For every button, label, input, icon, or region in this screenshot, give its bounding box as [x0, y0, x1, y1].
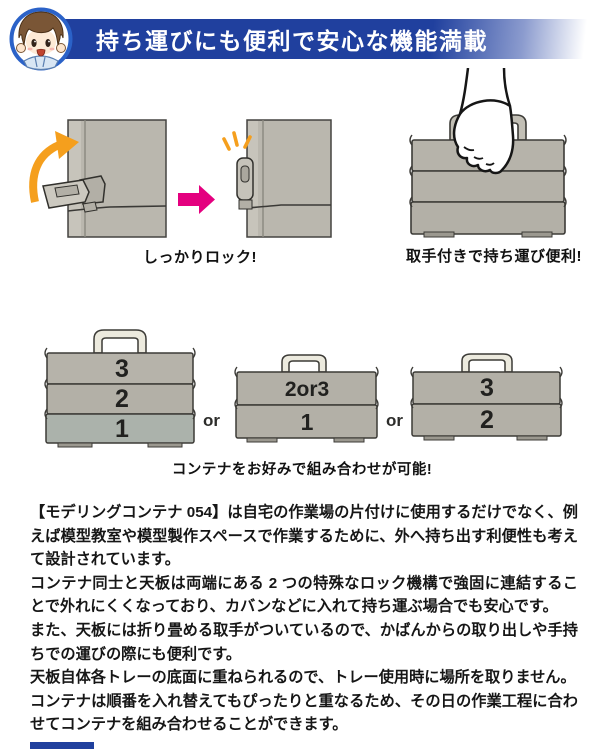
- carry-caption: 取手付きで持ち運び便利!: [406, 248, 582, 265]
- container-corner-panel: [67, 119, 167, 238]
- lock-caption: しっかりロック!: [143, 249, 257, 266]
- container-stack-2tier-a: 2or3 1: [234, 352, 379, 454]
- container-stack-2tier-b: 3 2: [410, 350, 563, 454]
- or-separator: or: [203, 411, 220, 430]
- section-title: 持ち運びにも便利で安心な機能満載: [96, 28, 488, 54]
- description-paragraph: コンテナは順番を入れ替えてもぴったりと重なるため、その日の作業工程に合わせてコン…: [30, 692, 578, 734]
- description-paragraph: 【モデリングコンテナ 054】は自宅の作業場の片付けに使用するだけでなく、例えば…: [30, 504, 578, 569]
- tier-label: 3: [480, 374, 494, 402]
- rotate-arrow-icon: [29, 141, 61, 203]
- combination-caption: コンテナをお好みで組み合わせが可能!: [171, 462, 433, 478]
- side-latches: [409, 134, 567, 208]
- sparkle-icon: [222, 131, 252, 151]
- product-description: 【モデリングコンテナ 054】は自宅の作業場の片付けに使用するだけでなく、例えば…: [30, 501, 578, 737]
- container-handle: [461, 353, 513, 373]
- carry-graphic: [409, 67, 567, 238]
- description-paragraph: また、天板には折り畳める取手がついているので、かばんからの取り出しや手持ちでの運…: [30, 621, 578, 663]
- hand-icon: [452, 67, 515, 175]
- or-separator: or: [386, 411, 403, 430]
- lock-closed-graphic: [222, 119, 332, 238]
- tier-label: 2: [480, 406, 494, 434]
- section-header-bar: 持ち運びにも便利で安心な機能満載: [36, 19, 600, 59]
- lock-closed-illustration: [221, 118, 333, 245]
- container-stack-3tier: 3 2 1: [44, 327, 196, 454]
- next-section-bar-peek: [30, 742, 94, 749]
- mascot-avatar-icon: [9, 7, 73, 71]
- container-handle: [93, 329, 147, 354]
- tier-label: 2or3: [285, 378, 329, 401]
- container-handle: [281, 354, 327, 373]
- lock-open-graphic: [29, 119, 167, 238]
- tier-label: 1: [115, 415, 129, 443]
- lock-open-illustration: [25, 118, 168, 245]
- container-corner-panel: [246, 119, 332, 238]
- tier-label: 3: [115, 355, 129, 383]
- description-paragraph: 天板自体各トレーの底面に重ねられるので、トレー使用時に場所を取りません。: [30, 669, 576, 687]
- description-paragraph: コンテナ同士と天板は両端にある 2 つの特殊なロック機構で強固に連結することで外…: [30, 574, 578, 616]
- tier-label: 1: [301, 409, 314, 435]
- mascot-avatar-graphic: [9, 7, 73, 71]
- carry-illustration: [406, 67, 570, 245]
- step-arrow-icon: [178, 184, 216, 220]
- tier-label: 2: [115, 385, 129, 413]
